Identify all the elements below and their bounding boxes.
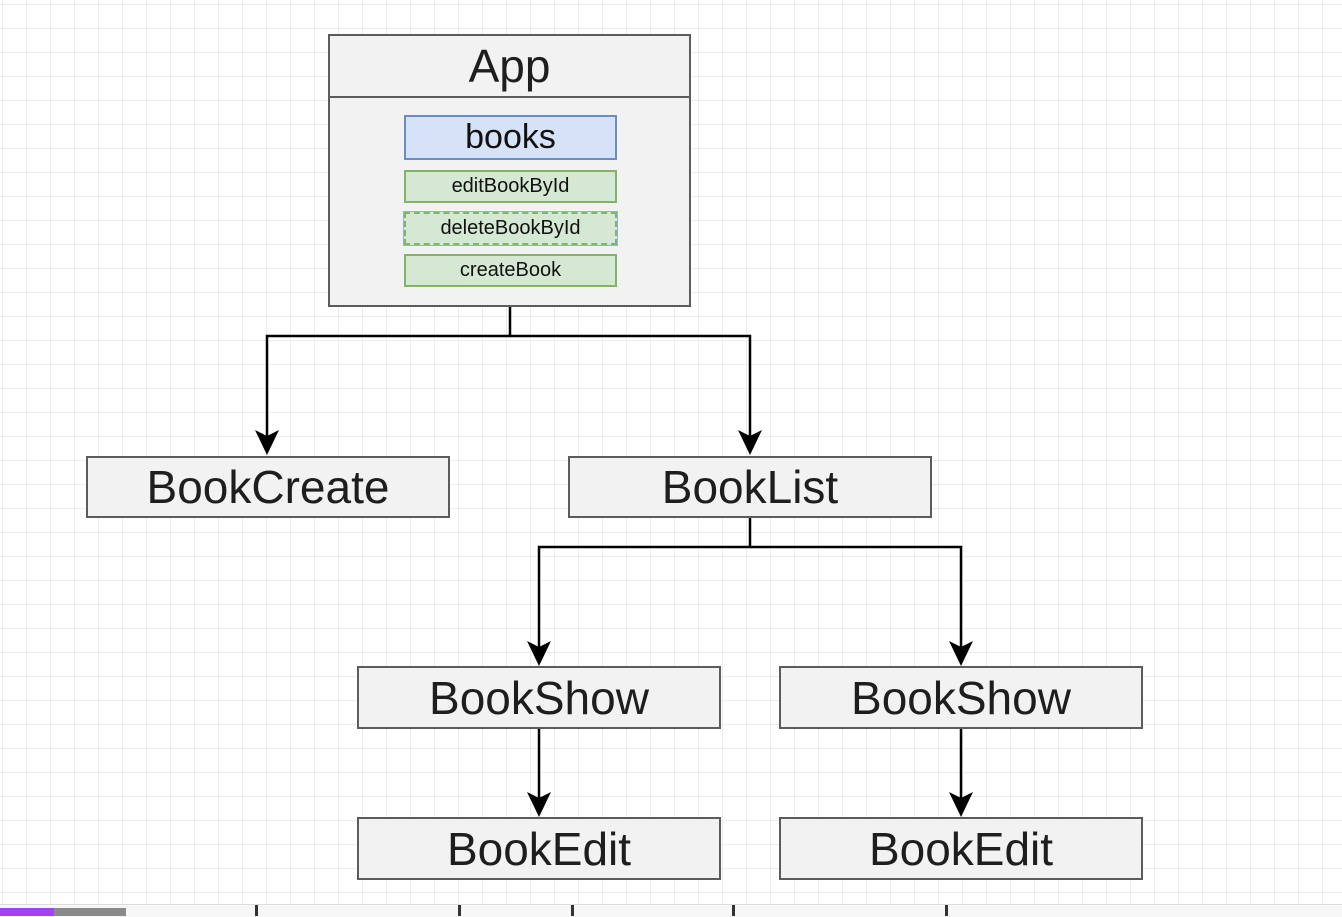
book-create-component[interactable]: BookCreate (86, 456, 450, 518)
timeline-marker[interactable] (255, 905, 258, 916)
book-edit-component-2[interactable]: BookEdit (779, 817, 1143, 880)
timeline-marker[interactable] (732, 905, 735, 916)
book-show-component-1[interactable]: BookShow (357, 666, 721, 729)
app-title: App (330, 36, 689, 98)
timeline-marker[interactable] (571, 905, 574, 916)
edge-app-bookcreate (265, 307, 512, 447)
arrowhead-bookedit-2 (949, 792, 973, 817)
playback-progress-fill (0, 908, 55, 916)
create-book-function[interactable]: createBook (404, 254, 617, 287)
book-edit-component-1[interactable]: BookEdit (357, 817, 721, 880)
playback-progress-bar[interactable] (0, 908, 126, 916)
arrowhead-bookshow-2 (949, 641, 973, 666)
books-state[interactable]: books (404, 115, 617, 160)
arrowhead-bookedit-1 (527, 792, 551, 817)
timeline-marker[interactable] (945, 905, 948, 916)
book-list-component[interactable]: BookList (568, 456, 932, 518)
timeline-marker[interactable] (458, 905, 461, 916)
playback-timeline[interactable] (0, 904, 1342, 917)
app-component[interactable]: App books editBookById deleteBookById cr… (328, 34, 691, 307)
arrowhead-booklist (738, 430, 762, 455)
edge-booklist-bookshow-2 (750, 545, 963, 657)
book-show-component-2[interactable]: BookShow (779, 666, 1143, 729)
arrowhead-bookshow-1 (527, 641, 551, 666)
delete-book-by-id-function[interactable]: deleteBookById (403, 211, 618, 246)
edge-app-booklist (510, 334, 752, 447)
edit-book-by-id-function[interactable]: editBookById (404, 170, 617, 203)
edge-booklist-bookshow-1 (537, 518, 752, 657)
arrowhead-bookcreate (255, 430, 279, 455)
